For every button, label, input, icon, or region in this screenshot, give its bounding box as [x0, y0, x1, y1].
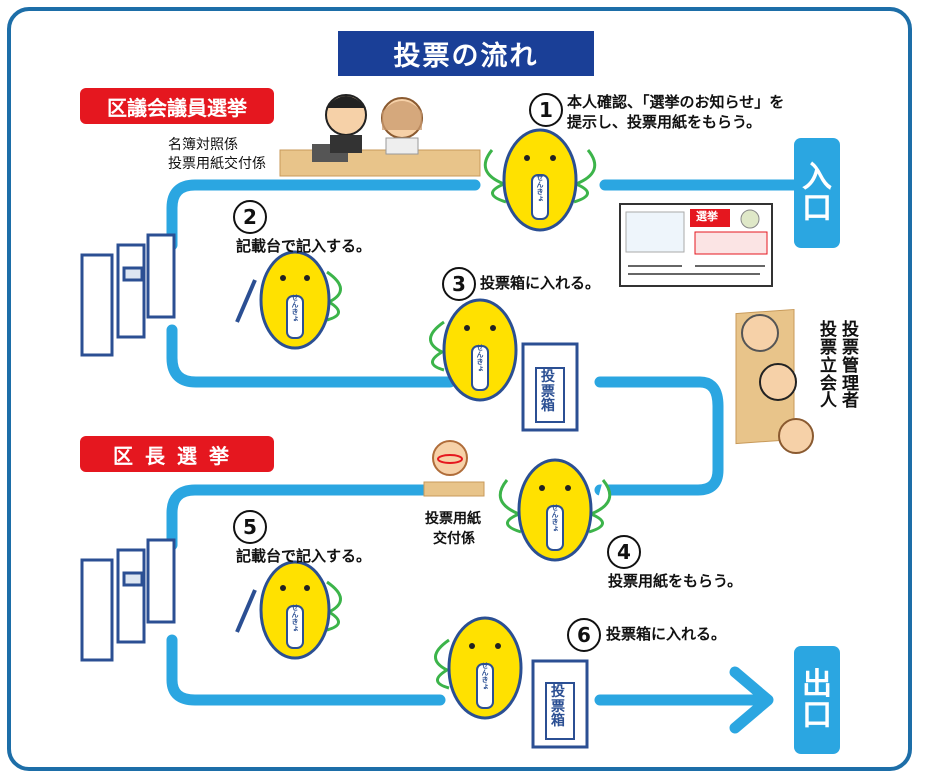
- diagram-title: 投票の流れ: [338, 31, 594, 76]
- step-5-text: 記載台で記入する。: [236, 547, 372, 565]
- ballot-box-top-label: 投票箱: [541, 369, 555, 415]
- election-notice-card: [619, 203, 773, 287]
- voting-booth-top: [80, 233, 176, 357]
- staff-ballot-issue-label: 投票用紙交付係: [168, 156, 266, 172]
- mascot-step6: せんきょ: [434, 616, 523, 720]
- staff-ballot-issue-2-line1: 投票用紙: [425, 511, 481, 527]
- mascot-sash-text: せんきょ: [536, 174, 544, 202]
- mascot-step3: せんきょ: [429, 298, 518, 402]
- step-1-text: 本人確認、「選挙のお知らせ」を提示し、投票用紙をもらう。: [567, 93, 785, 132]
- mascot-step1: せんきょ: [483, 128, 597, 232]
- reception-desk-top: [279, 94, 481, 177]
- flow-path-bottom: [166, 634, 771, 706]
- ballot-box-top: [521, 342, 579, 432]
- step-6-text: 投票箱に入れる。: [606, 625, 727, 643]
- mascot-sash-text: せんきょ: [476, 344, 484, 372]
- step-2-number: 2: [233, 200, 267, 234]
- ballot-issue-desk-2: [423, 440, 485, 497]
- section-ward-mayor: 区長選挙: [80, 436, 274, 472]
- mascot-sash-text: せんきょ: [291, 294, 299, 322]
- voting-booth-bottom: [80, 538, 176, 662]
- managers-desk: [735, 308, 814, 454]
- step-4-number: 4: [607, 535, 641, 569]
- exit-sign: 出口: [794, 646, 840, 754]
- staff-witness-label: 投票立会人: [820, 320, 837, 412]
- mascot-step2: せんきょ: [235, 250, 342, 350]
- step-6-number: 6: [567, 618, 601, 652]
- entrance-sign: 入口: [794, 138, 840, 248]
- flow-path-mid: [166, 324, 724, 551]
- diagram-frame: [7, 7, 912, 771]
- ballot-box-bottom: [531, 659, 589, 749]
- staff-ballot-issue-2-line2: 交付係: [433, 531, 475, 547]
- section-ward-council: 区議会議員選挙: [80, 88, 274, 124]
- mascot-sash-text: せんきょ: [551, 504, 559, 532]
- mascot-step5: せんきょ: [235, 560, 342, 660]
- step-2-text: 記載台で記入する。: [236, 237, 372, 255]
- step-3-text: 投票箱に入れる。: [480, 274, 601, 292]
- step-1-number: 1: [529, 93, 563, 127]
- staff-manager-label: 投票管理者: [842, 320, 859, 412]
- flow-path-top: [166, 179, 800, 251]
- mascot-sash-text: せんきょ: [481, 662, 489, 690]
- mascot-sash-text: せんきょ: [291, 604, 299, 632]
- step-5-number: 5: [233, 510, 267, 544]
- step-3-number: 3: [442, 267, 476, 301]
- notice-card-heading: 選挙: [696, 210, 718, 223]
- step-4-text: 投票用紙をもらう。: [608, 572, 743, 590]
- mascot-step4: せんきょ: [498, 458, 612, 562]
- staff-register-check-label: 名簿対照係: [168, 137, 238, 153]
- exit-arrowhead: [729, 666, 774, 734]
- ballot-box-bottom-label: 投票箱: [551, 684, 565, 730]
